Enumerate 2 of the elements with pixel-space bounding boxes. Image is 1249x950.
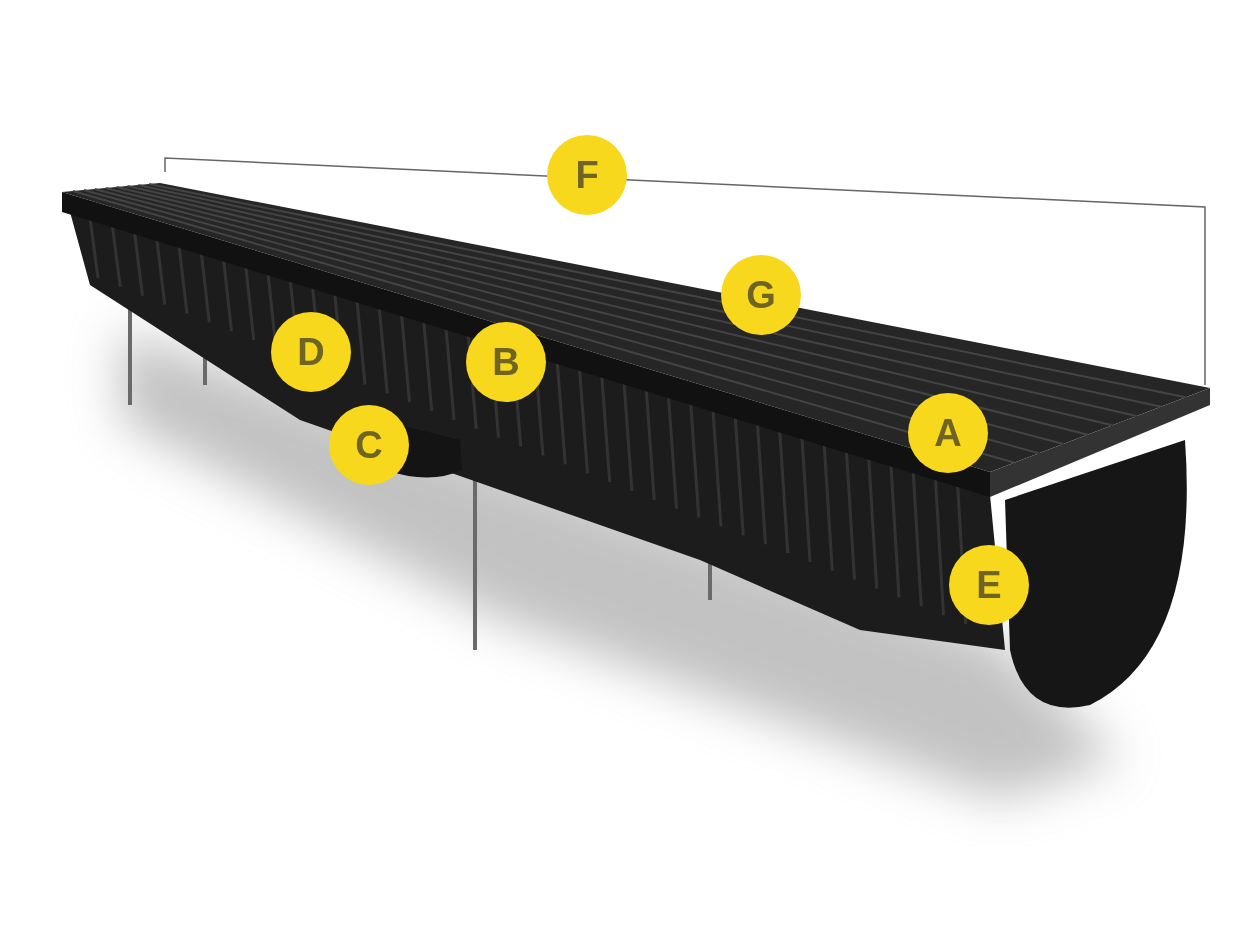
- callout-letter: G: [721, 255, 801, 335]
- callout-letter: F: [547, 135, 627, 215]
